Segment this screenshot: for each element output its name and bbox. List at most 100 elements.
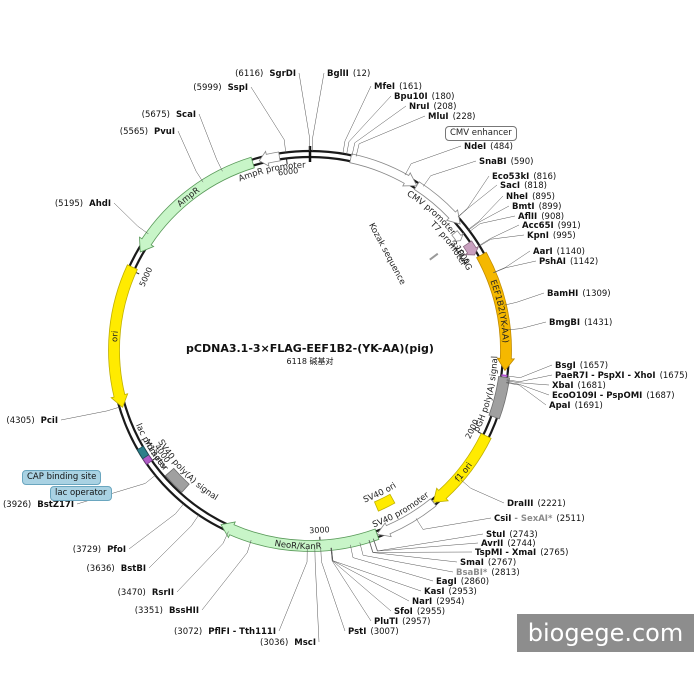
site-leader — [506, 374, 553, 382]
site-leader — [312, 72, 325, 152]
site-leader — [331, 547, 410, 602]
site-leader — [198, 113, 223, 172]
feature-label-neor-kanr: NeoR/KanR — [274, 539, 322, 552]
feature-cmv-promoter — [413, 181, 461, 225]
site-leader — [359, 542, 454, 573]
site-position: (3926) — [3, 500, 31, 510]
site-name: PluTI — [374, 617, 398, 627]
site-position: (899) — [539, 202, 562, 212]
tick-mark — [151, 456, 158, 462]
feature-label-path-neor-kanr: NeoR/KanR — [274, 539, 322, 552]
site-label-psti: PstI(3007) — [348, 627, 399, 637]
site-label-kasi: KasI(2953) — [424, 587, 477, 597]
site-label-acc65i: Acc65I(991) — [522, 221, 581, 231]
site-name: PfoI — [107, 545, 126, 555]
site-label-kpni: KpnI(995) — [527, 231, 576, 241]
site-name: PciI — [41, 416, 58, 426]
plasmid-size: 6118 碱基对 — [287, 356, 334, 366]
site-name: NheI — [506, 192, 528, 202]
site-label-bsabi: BsaBI*(2813) — [456, 568, 520, 578]
site-position: (2767) — [488, 558, 516, 568]
site-label-smai: SmaI(2767) — [460, 558, 516, 568]
site-leader — [346, 95, 392, 155]
site-leader — [128, 503, 184, 550]
site-label-saci: SacI(818) — [500, 181, 547, 191]
site-position: (1142) — [570, 257, 598, 267]
site-label-eagi: EagI(2860) — [436, 577, 489, 587]
site-leader — [506, 381, 550, 396]
site-name: SspI — [228, 83, 248, 93]
site-name: PstI — [348, 627, 366, 637]
site-label-bstz17i: (3926) BstZ17I — [3, 500, 74, 510]
site-position: (3072) — [174, 627, 202, 637]
tick-label: 5000 — [138, 266, 155, 288]
site-leader — [493, 250, 531, 273]
tick-label: 3000 — [309, 525, 330, 535]
site-name: EcoO109I - PspOMI — [552, 391, 642, 401]
site-leader — [469, 215, 516, 232]
site-position: (5565) — [120, 127, 148, 137]
site-leader — [113, 202, 149, 235]
site-leader — [250, 86, 286, 153]
site-position: (228) — [453, 112, 476, 122]
site-position: (2813) — [491, 568, 519, 578]
site-position: (2765) — [540, 548, 568, 558]
site-position: (1309) — [582, 289, 610, 299]
site-name: XbaI — [552, 381, 574, 391]
site-leader — [330, 547, 392, 612]
site-position: (1140) — [557, 247, 585, 257]
site-position: (3036) — [260, 638, 288, 648]
site-leader — [457, 175, 490, 218]
site-name: BsgI — [555, 361, 576, 371]
site-position: (2744) — [507, 539, 535, 549]
watermark: biogege.com — [517, 614, 694, 652]
site-separator: - — [511, 514, 520, 524]
site-leader — [479, 224, 520, 246]
site-position: (818) — [524, 181, 547, 191]
site-position: (2955) — [417, 607, 445, 617]
site-name: BmtI — [512, 202, 535, 212]
site-leader — [278, 548, 308, 632]
site-name: KpnI — [527, 231, 549, 241]
site-name: TspMI - XmaI — [475, 548, 536, 558]
site-position: (1691) — [575, 401, 603, 411]
site-leader — [415, 517, 492, 530]
site-leader — [148, 514, 199, 569]
feature-label-ori: ori — [110, 330, 121, 342]
feature-cmv-enhancer — [349, 153, 418, 187]
label-guide — [143, 165, 254, 253]
site-leader — [201, 540, 252, 611]
feature-lac-promoter — [136, 445, 150, 460]
site-label-aari: AarI(1140) — [533, 247, 585, 257]
site-position: (1687) — [646, 391, 674, 401]
site-leader — [330, 547, 372, 622]
site-label-snabi: SnaBI(590) — [479, 157, 533, 167]
site-name: PshAI — [539, 257, 566, 267]
site-position: (1681) — [578, 381, 606, 391]
site-label-csii: CsiI - SexAI*(2511) — [494, 514, 585, 524]
site-name: Acc65I — [522, 221, 554, 231]
kozak-sequence-label: Kozak sequence — [366, 221, 407, 286]
feature-eef1b2-yk-aa — [476, 251, 516, 372]
site-name: BstZ17I — [37, 500, 74, 510]
site-name: PaeR7I - PspXI - XhoI — [555, 371, 656, 381]
site-position: (2511) — [556, 514, 584, 524]
site-label-avrii: AvrII(2744) — [481, 539, 536, 549]
site-name: BamHI — [547, 289, 578, 299]
site-position: (208) — [434, 102, 457, 112]
site-leader — [331, 547, 422, 592]
site-name: Bpu10I — [394, 92, 428, 102]
site-leader — [503, 292, 545, 306]
site-position: (3351) — [135, 606, 163, 616]
site-label-draiii: DraIII(2221) — [507, 499, 566, 509]
site-leader — [404, 145, 462, 176]
site-name: MscI — [294, 638, 316, 648]
site-leader — [177, 130, 204, 183]
site-leader — [355, 115, 426, 157]
site-position: (2743) — [509, 530, 537, 540]
site-name: RsrII — [152, 588, 174, 598]
site-leader — [176, 531, 229, 593]
site-position: (4305) — [6, 416, 34, 426]
site-name: SnaBI — [479, 157, 507, 167]
